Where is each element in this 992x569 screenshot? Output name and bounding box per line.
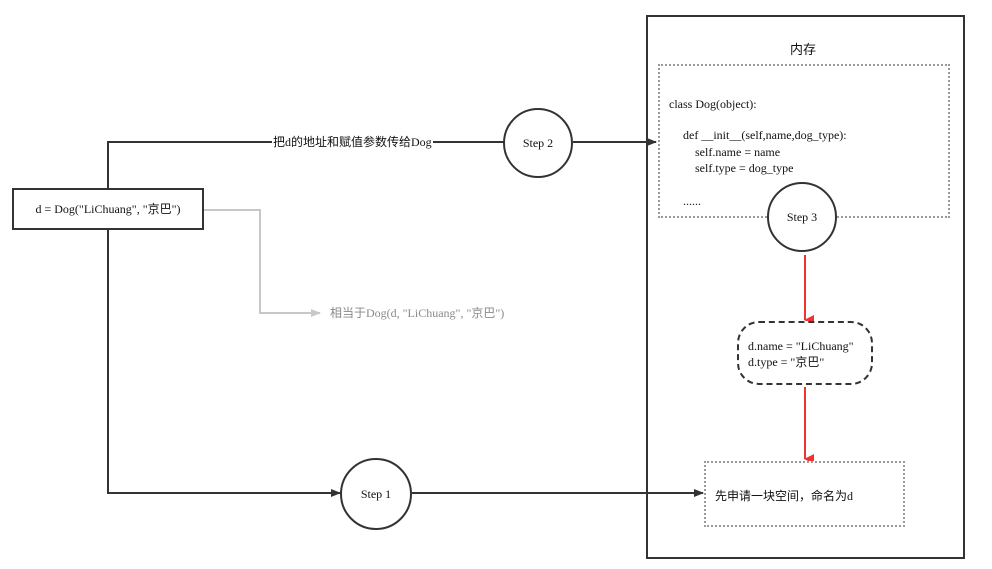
call-text: d = Dog("LiChuang", "京巴") — [35, 202, 181, 216]
pass-args-label: 把d的地址和赋值参数传给Dog — [272, 134, 433, 150]
step1-circle: Step 1 — [340, 458, 412, 530]
step2-label: Step 2 — [522, 135, 554, 150]
init-line: def __init__(self,name,dog_type): — [683, 128, 847, 142]
ellipsis-line: ...... — [683, 194, 701, 208]
allocation-box: 先申请一块空间，命名为d — [704, 461, 905, 527]
step3-label: Step 3 — [786, 209, 818, 224]
self-type-line: self.type = dog_type — [695, 161, 794, 175]
attr-name-line: d.name = "LiChuang" — [748, 339, 854, 353]
attribute-box: d.name = "LiChuang" d.type = "京巴" — [737, 321, 873, 385]
step1-line — [107, 230, 341, 497]
step2-circle: Step 2 — [503, 108, 573, 178]
step1-label: Step 1 — [360, 486, 392, 501]
equivalent-label: 相当于Dog(d, "LiChuang", "京巴") — [330, 306, 505, 320]
class-definition-box: class Dog(object): def __init__(self,nam… — [658, 64, 950, 218]
step3-circle: Step 3 — [767, 182, 837, 252]
call-box: d = Dog("LiChuang", "京巴") — [12, 188, 204, 230]
attr-type-line: d.type = "京巴" — [748, 355, 825, 369]
equivalent-arrow — [204, 209, 321, 317]
memory-title: 内存 — [790, 42, 817, 57]
self-name-line: self.name = name — [695, 145, 781, 159]
memory-region — [646, 15, 965, 559]
class-line: class Dog(object): — [669, 97, 757, 111]
allocation-text: 先申请一块空间，命名为d — [715, 489, 854, 503]
